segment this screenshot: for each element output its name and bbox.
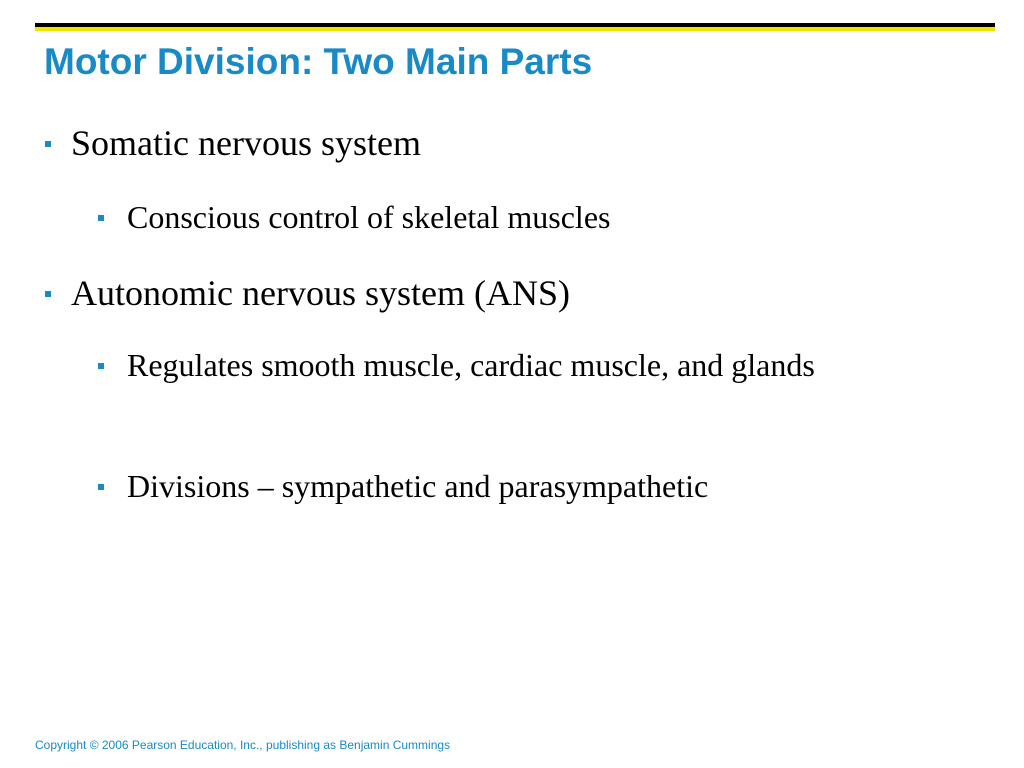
square-bullet-icon	[98, 363, 104, 369]
bullet-item: Somatic nervous system	[45, 121, 971, 165]
slide-title: Motor Division: Two Main Parts	[44, 41, 593, 82]
bullet-item: Autonomic nervous system (ANS)	[45, 271, 971, 315]
top-rule-accent-line	[35, 27, 995, 31]
square-bullet-icon	[45, 291, 51, 297]
bullet-text: Conscious control of skeletal muscles	[127, 199, 611, 235]
sub-bullet-item: Divisions – sympathetic and parasympathe…	[98, 466, 967, 506]
bullet-text: Somatic nervous system	[71, 123, 421, 163]
square-bullet-icon	[45, 141, 51, 147]
copyright-footer: Copyright © 2006 Pearson Education, Inc.…	[35, 738, 451, 752]
square-bullet-icon	[98, 215, 104, 221]
bullet-text: Divisions – sympathetic and parasympathe…	[127, 468, 709, 504]
square-bullet-icon	[98, 484, 104, 490]
sub-bullet-item: Regulates smooth muscle, cardiac muscle,…	[98, 345, 887, 385]
bullet-text: Regulates smooth muscle, cardiac muscle,…	[127, 347, 815, 383]
bullet-text: Autonomic nervous system (ANS)	[71, 273, 570, 313]
sub-bullet-item: Conscious control of skeletal muscles	[98, 197, 967, 237]
top-rule-line	[35, 23, 995, 27]
